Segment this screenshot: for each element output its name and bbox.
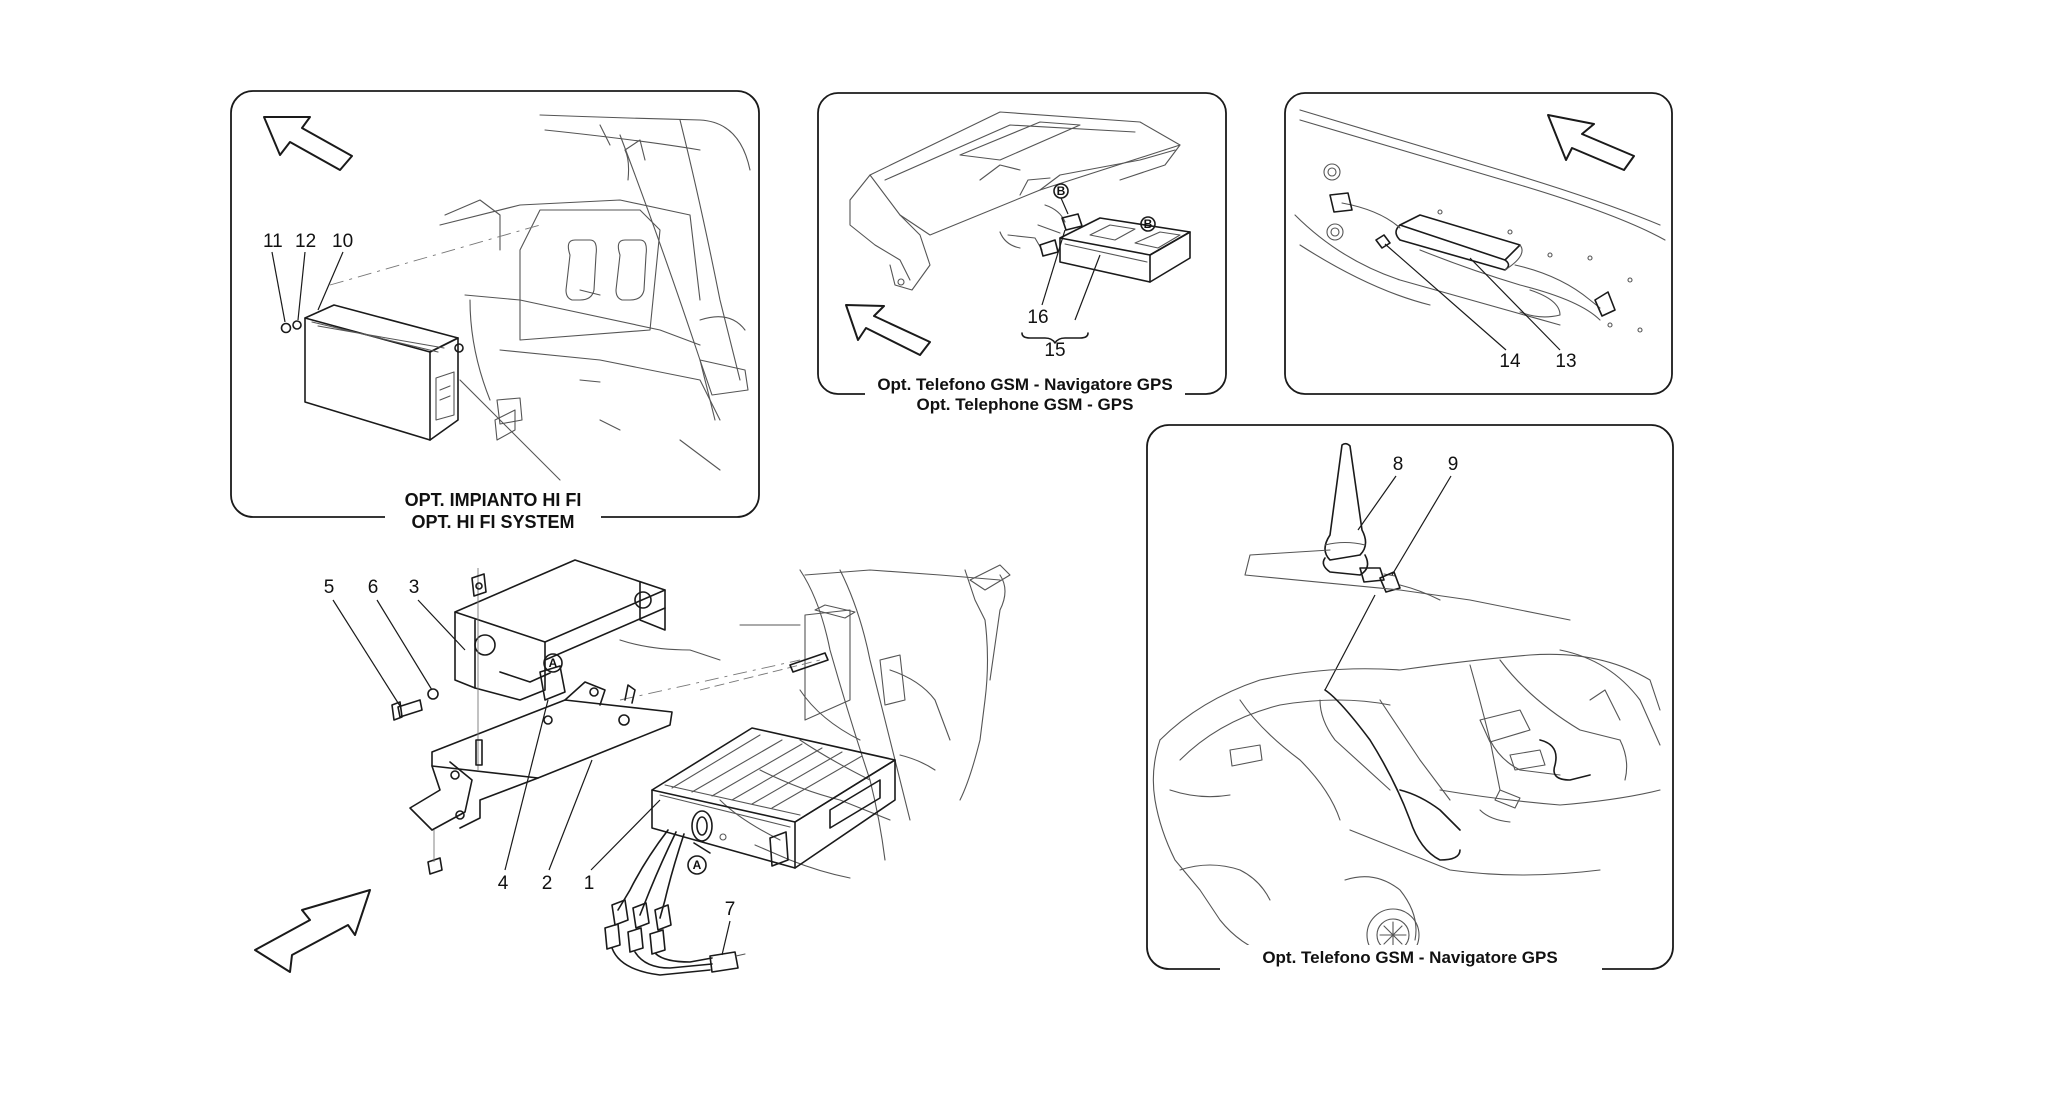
direction-arrow-icon bbox=[1547, 114, 1635, 171]
trunk-body-drawing bbox=[619, 564, 1011, 879]
direction-arrow-icon bbox=[263, 116, 353, 171]
callout-3: 3 bbox=[409, 577, 420, 598]
svg-text:A: A bbox=[549, 656, 558, 670]
panel-hifi-frame bbox=[230, 90, 760, 518]
roof-outline bbox=[1244, 549, 1571, 621]
nut-icon bbox=[280, 322, 292, 334]
panel-hifi: 11 12 10 OPT. IMPIANTO HI FI OPT. HI FI … bbox=[230, 90, 760, 532]
panel-antenna: 8 9 bbox=[1146, 424, 1674, 973]
brace-icon bbox=[1021, 332, 1089, 344]
shelf-structure-drawing bbox=[849, 111, 1181, 291]
callout-7: 7 bbox=[725, 899, 736, 920]
callout-12: 12 bbox=[295, 231, 316, 252]
antenna-caption: Opt. Telefono GSM - Navigatore GPS bbox=[1262, 948, 1557, 967]
gsm-caption-en: Opt. Telephone GSM - GPS bbox=[917, 395, 1134, 414]
callout-8: 8 bbox=[1393, 454, 1404, 475]
callout-15: 15 bbox=[1044, 340, 1065, 361]
callout-16: 16 bbox=[1027, 307, 1048, 328]
amplifier-unit-drawing bbox=[304, 304, 464, 441]
car-drawing bbox=[1152, 649, 1661, 962]
callout-11: 11 bbox=[263, 231, 283, 252]
callout-6: 6 bbox=[368, 577, 379, 598]
callout-5: 5 bbox=[324, 577, 335, 598]
ref-a-circle bbox=[543, 653, 563, 673]
washer-icon bbox=[292, 320, 302, 330]
microphone-drawing bbox=[1329, 192, 1616, 317]
washer-icon bbox=[427, 688, 439, 700]
callout-13: 13 bbox=[1555, 351, 1576, 372]
nut-top-icon bbox=[471, 573, 487, 597]
nut-bottom-icon bbox=[427, 857, 443, 875]
hifi-caption-it: OPT. IMPIANTO HI FI bbox=[405, 490, 582, 510]
connector-icon bbox=[496, 397, 523, 425]
gsm-caption-it: Opt. Telefono GSM - Navigatore GPS bbox=[877, 375, 1172, 394]
alignment-line bbox=[619, 659, 801, 701]
upper-bracket-drawing bbox=[454, 559, 666, 701]
alignment-line bbox=[329, 224, 541, 286]
stud-icon bbox=[789, 652, 829, 673]
antenna-drawing bbox=[1322, 442, 1441, 601]
ref-b-circle-2 bbox=[1140, 216, 1156, 232]
ref-a-circle-2 bbox=[687, 855, 707, 875]
panel-microphone-frame bbox=[1284, 92, 1673, 395]
callout-10: 10 bbox=[332, 231, 353, 252]
panel-microphone: 14 13 bbox=[1284, 92, 1673, 395]
gsm-module-drawing bbox=[1059, 217, 1191, 283]
bolt-icon bbox=[397, 699, 423, 718]
direction-arrow-icon bbox=[845, 304, 931, 356]
stud-line bbox=[699, 659, 821, 691]
callout-14: 14 bbox=[1499, 351, 1521, 372]
lower-bracket-drawing bbox=[409, 681, 673, 831]
cable-connectors-drawing bbox=[604, 829, 746, 976]
stud-bottom-icon bbox=[475, 739, 483, 766]
ref-a-arrow bbox=[693, 842, 711, 854]
roof-lining-drawing bbox=[1294, 109, 1666, 333]
radio-unit-drawing bbox=[651, 727, 896, 869]
callout-2: 2 bbox=[542, 873, 553, 894]
callout-1: 1 bbox=[584, 873, 595, 894]
hifi-caption-en: OPT. HI FI SYSTEM bbox=[411, 512, 574, 532]
svg-text:B: B bbox=[1057, 184, 1066, 198]
svg-text:B: B bbox=[1144, 217, 1153, 231]
svg-text:A: A bbox=[693, 858, 702, 872]
callout-9: 9 bbox=[1448, 454, 1459, 475]
panel-gsm-module: B B 16 15 Opt. Telefono GSM - Navigatore… bbox=[817, 92, 1227, 414]
main-assembly: A A bbox=[254, 559, 1011, 976]
direction-arrow-icon bbox=[254, 889, 371, 973]
callout-4: 4 bbox=[498, 873, 509, 894]
